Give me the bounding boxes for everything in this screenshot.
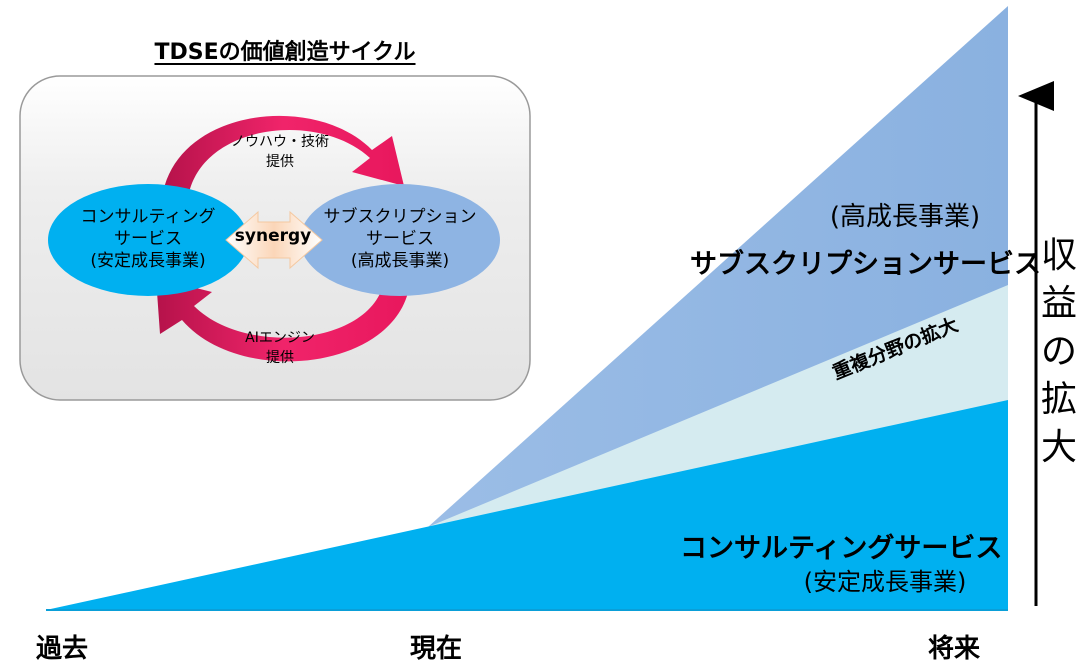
subscription-line2: サービス [366,229,434,249]
consulting-ellipse-label: コンサルティング サービス (安定成長事業) [58,206,238,272]
subscription-line1: サブスクリプション [323,207,477,227]
inset-title: TDSEの価値創造サイクル [154,40,416,65]
consulting-area-main-label: コンサルティングサービス [680,533,1003,564]
subscription-area-main-label: サブスクリプションサービス [690,249,1041,280]
top-arrow-label-line1: ノウハウ・技術 [231,134,329,150]
growth-char-2: 益 [1040,283,1077,324]
timeline-present: 現在 [410,634,463,664]
growth-label: 収 益 の 拡 大 [1034,232,1084,472]
consulting-line3: (安定成長事業) [90,251,206,271]
top-cycle-arrow [162,115,404,198]
bottom-arrow-label-line1: AIエンジン [245,330,315,346]
top-arrow-label-line2: 提供 [266,154,294,170]
subscription-area-sub-label: (高成長事業) [829,202,981,232]
consulting-line1: コンサルティング [80,207,216,227]
subscription-ellipse [300,184,500,296]
growth-char-4: 拡 [1040,379,1077,420]
consulting-line2: サービス [114,229,182,249]
bottom-cycle-arrow [156,278,410,362]
growth-char-5: 大 [1040,427,1077,468]
growth-char-1: 収 [1040,235,1077,276]
subscription-ellipse-label: サブスクリプション サービス (高成長事業) [310,206,490,272]
subscription-line3: (高成長事業) [350,251,450,271]
consulting-area-sub-label: (安定成長事業) [803,568,967,596]
consulting-ellipse [48,184,248,296]
consulting-area [46,400,1008,610]
timeline-past: 過去 [36,634,89,664]
synergy-label: synergy [234,226,312,246]
timeline-future: 将来 [928,634,981,664]
synergy-arrow [225,210,323,270]
bottom-arrow-label: AIエンジン 提供 [220,328,340,368]
growth-char-3: の [1040,331,1077,372]
bottom-arrow-label-line2: 提供 [266,350,294,366]
top-arrow-label: ノウハウ・技術 提供 [220,132,340,172]
